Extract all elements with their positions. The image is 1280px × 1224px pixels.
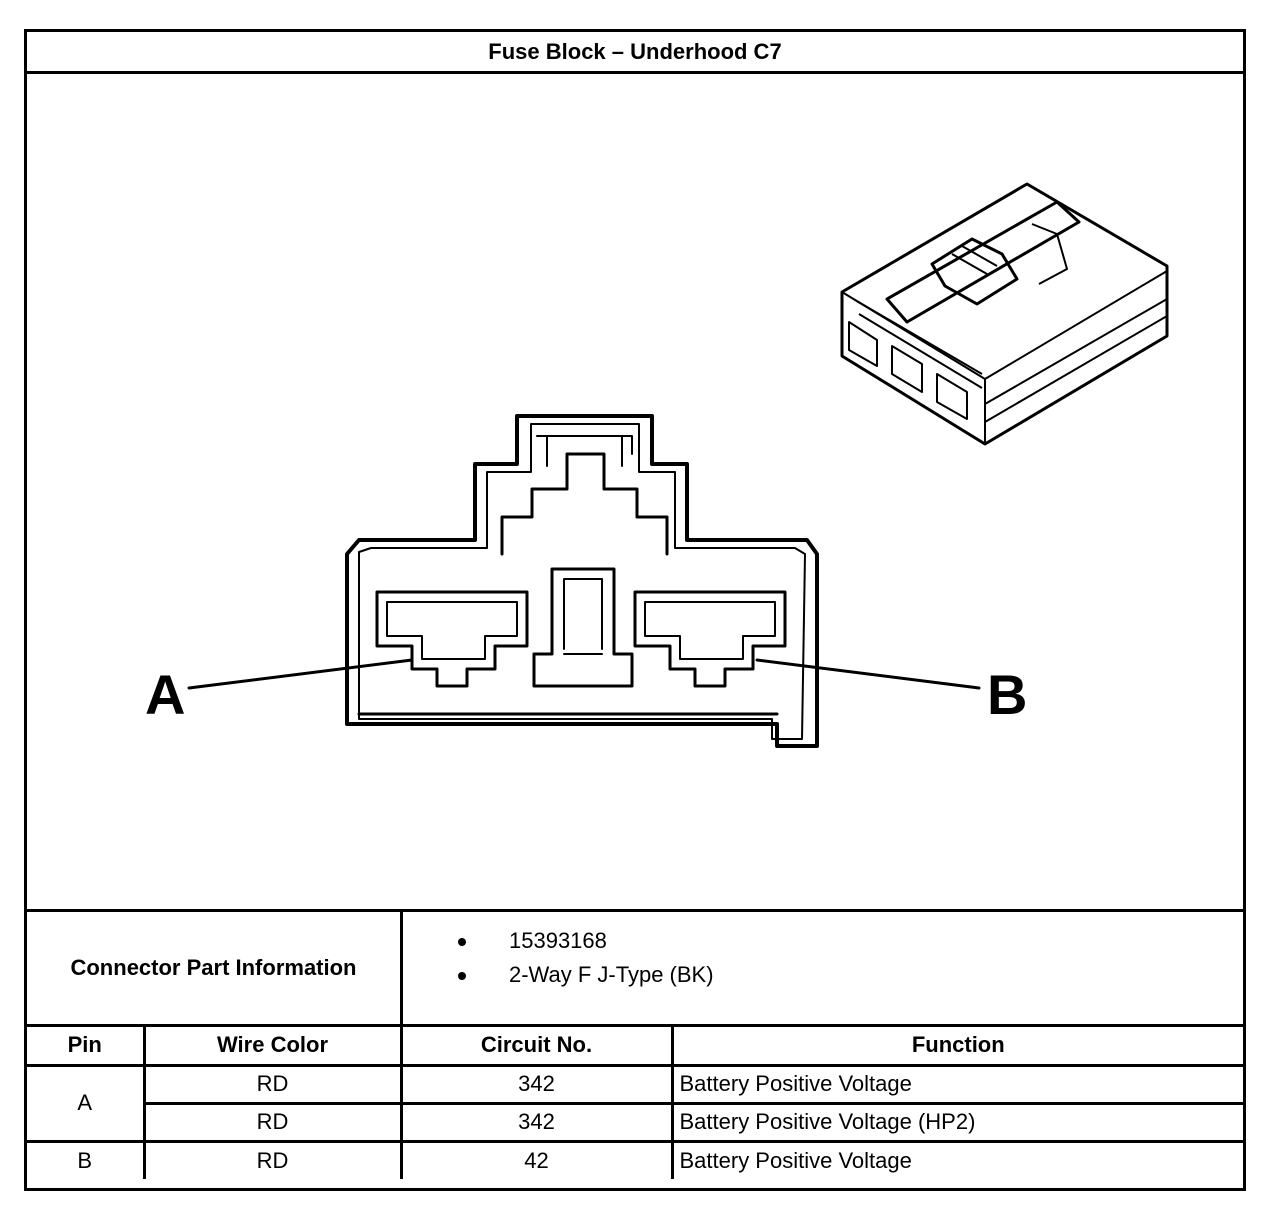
cavity-a (375, 590, 529, 688)
header-wire-color: Wire Color (142, 1027, 403, 1067)
center-lock-post (532, 567, 634, 688)
table-row: A RD 342 Battery Positive Voltage (27, 1063, 1243, 1143)
connector-type-item: 2-Way F J-Type (BK) (403, 958, 1243, 992)
part-number-item: 15393168 (403, 924, 1243, 958)
pin-b-callout: B (987, 663, 1027, 726)
bullet-icon (458, 938, 466, 946)
connector-info-label: Connector Part Information (27, 912, 403, 1024)
pin-table: Pin Wire Color Circuit No. Function A RD… (27, 1027, 1243, 1179)
leader-line-a (187, 658, 414, 690)
connector-body-outline (345, 414, 819, 748)
connector-drawing: A B (27, 74, 1243, 909)
header-pin: Pin (27, 1027, 146, 1067)
wire-color-cell: RD (144, 1101, 403, 1143)
connector-info-list: 15393168 2-Way F J-Type (BK) (403, 912, 1243, 1036)
wire-color-cell: RD (142, 1139, 403, 1179)
header-function: Function (670, 1027, 1243, 1067)
circuit-cell: 342 (399, 1063, 674, 1105)
connector-part-information: Connector Part Information 15393168 2-Wa… (27, 909, 1243, 1027)
sheet-title: Fuse Block – Underhood C7 (27, 32, 1243, 74)
part-number: 15393168 (509, 928, 607, 953)
bullet-icon (458, 972, 466, 980)
function-cell: Battery Positive Voltage (670, 1063, 1243, 1105)
circuit-cell: 342 (399, 1101, 674, 1143)
table-row: B RD 42 Battery Positive Voltage (27, 1139, 1243, 1179)
pin-cell: A (27, 1063, 146, 1143)
function-cell: Battery Positive Voltage (HP2) (670, 1101, 1243, 1143)
header-circuit: Circuit No. (399, 1027, 674, 1067)
pin-cell: B (27, 1139, 146, 1179)
connector-type: 2-Way F J-Type (BK) (509, 962, 714, 987)
function-cell: Battery Positive Voltage (670, 1139, 1243, 1179)
wire-color-cell: RD (142, 1063, 403, 1105)
connector-face-diagram: A B (145, 182, 1169, 748)
cavity-b (633, 590, 787, 688)
leader-line-b (755, 658, 981, 690)
pin-a-callout: A (145, 663, 185, 726)
connector-sheet: Fuse Block – Underhood C7 (24, 29, 1246, 1191)
pin-table-header: Pin Wire Color Circuit No. Function (27, 1027, 1243, 1067)
table-row: RD 342 Battery Positive Voltage (HP2) (27, 1101, 1243, 1143)
latch-window (500, 452, 669, 556)
connector-3d-view (840, 182, 1169, 446)
circuit-cell: 42 (399, 1139, 674, 1179)
